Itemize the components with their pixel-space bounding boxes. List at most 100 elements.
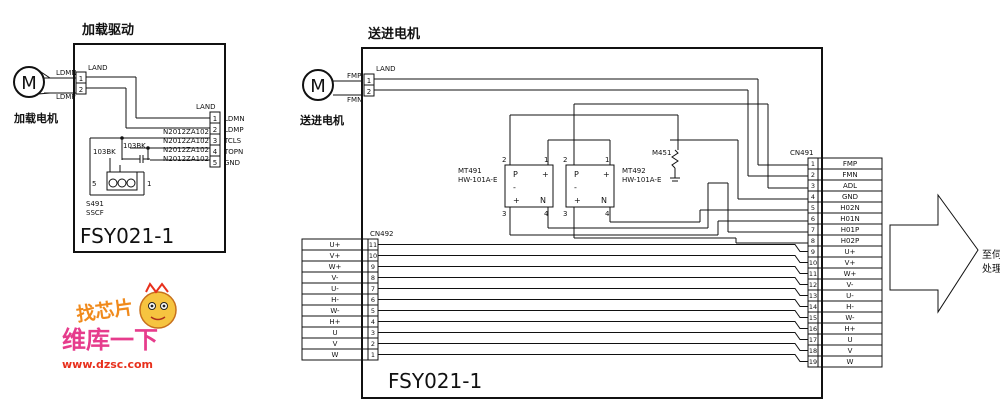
cn491-pin-num: 4 xyxy=(811,193,815,201)
bus-lines xyxy=(378,244,808,362)
svg-text:找芯片: 找芯片 xyxy=(75,296,135,327)
cn491-pin-name: FMN xyxy=(842,171,857,179)
right-board-outline xyxy=(361,47,823,399)
cn491-pin-num: 2 xyxy=(811,171,815,179)
left-connector-label: LAND xyxy=(196,103,215,111)
cn491-pin-name: U+ xyxy=(845,248,856,256)
cn491-pin-num: 6 xyxy=(811,215,815,223)
cn491-pin-num: 7 xyxy=(811,226,815,234)
svg-text:2: 2 xyxy=(213,126,217,134)
svg-text:-: - xyxy=(574,183,577,192)
left-motor-pin-ldmp: LDMP xyxy=(56,93,76,101)
bus-wire xyxy=(378,299,808,307)
svg-text:N2012ZA102: N2012ZA102 xyxy=(163,128,209,136)
cn492-pin-name: U xyxy=(332,329,337,337)
cn491-pin-name: H01P xyxy=(841,226,859,234)
switch-sub: SSCF xyxy=(86,209,104,217)
cn492-pin-name: W xyxy=(332,351,339,359)
cn491-pin-name: H02P xyxy=(841,237,859,245)
cn491-pin-num: 19 xyxy=(809,358,817,366)
cn492-pin-num: 2 xyxy=(371,340,375,348)
switch-label: S491 xyxy=(86,200,104,208)
cn492-pin-name: V- xyxy=(332,274,339,282)
left-pin-ldmp: LDMP xyxy=(224,126,244,134)
right-motor-pin-fmn: FMN xyxy=(347,96,362,104)
left-land-label: LAND xyxy=(88,64,107,72)
bus-wire xyxy=(378,266,808,274)
sensor2-name: MT492 xyxy=(622,167,646,175)
cn491-label: CN491 xyxy=(790,149,814,157)
left-board-name: FSY021-1 xyxy=(80,224,174,248)
cn491-pin-num: 18 xyxy=(809,347,817,355)
cn491-pin-name: V xyxy=(848,347,853,355)
cn492-pin-name: V+ xyxy=(330,252,341,260)
cn491-pin-name: W xyxy=(847,358,854,366)
svg-text:2: 2 xyxy=(79,86,83,94)
svg-text:至伺: 至伺 xyxy=(982,248,1000,261)
svg-text:4: 4 xyxy=(213,148,218,156)
cn492-pin-num: 10 xyxy=(369,252,377,260)
sensor1-name: MT491 xyxy=(458,167,482,175)
cn492-pin-name: W- xyxy=(330,307,340,315)
cn491-pin-name: H01N xyxy=(840,215,859,223)
left-motor-symbol: M xyxy=(21,73,37,94)
cn491-pin-num: 15 xyxy=(809,314,817,322)
left-connector: 1 2 3 4 5 LDMN LDMP TCLS TOPN GND xyxy=(209,111,245,168)
left-resistor-network: N2012ZA102 N2012ZA102 N2012ZA102 N2012ZA… xyxy=(89,128,210,196)
cn492-pin-name: H- xyxy=(331,296,339,304)
svg-text:P: P xyxy=(574,170,579,179)
left-pin-tcls: TCLS xyxy=(223,137,242,145)
cn491-pin-num: 1 xyxy=(811,160,815,168)
bus-wire xyxy=(378,310,808,318)
left-pin-gnd: GND xyxy=(224,159,240,167)
svg-text:1: 1 xyxy=(79,75,83,83)
bus-wire xyxy=(378,288,808,296)
cn491-pin-num: 3 xyxy=(811,182,815,190)
cn491-pin-num: 9 xyxy=(811,248,815,256)
left-motor-icon xyxy=(13,66,45,98)
bus-wire xyxy=(378,277,808,285)
svg-text:www.dzsc.com: www.dzsc.com xyxy=(62,358,153,371)
cn491-pin-name: W- xyxy=(845,314,855,322)
cn491-pin-name: W+ xyxy=(844,270,857,278)
svg-text:1: 1 xyxy=(367,77,371,85)
svg-text:1: 1 xyxy=(213,115,217,123)
svg-text:2: 2 xyxy=(563,156,567,164)
hall-sensor-mt492: P + - + N 2 1 3 4 MT492 HW-101A-E xyxy=(563,156,661,218)
right-motor-label: 送进电机 xyxy=(299,113,344,127)
hall-sensor-mt491: P + - + N 2 1 3 4 MT491 HW-101A-E xyxy=(458,156,554,218)
svg-text:-: - xyxy=(513,183,516,192)
left-pin-ldmn: LDMN xyxy=(224,115,245,123)
svg-text:N: N xyxy=(601,196,607,205)
cn491-pin-num: 17 xyxy=(809,336,817,344)
cn492-pin-num: 9 xyxy=(371,263,375,271)
svg-text:5: 5 xyxy=(213,159,217,167)
svg-text:5: 5 xyxy=(92,180,96,188)
left-section-title: 加载驱动 xyxy=(81,22,134,38)
cn492-pin-num: 4 xyxy=(371,318,375,326)
watermark-logo: 找芯片 维库一下 www.dzsc.com xyxy=(62,282,177,371)
right-section-title: 送进电机 xyxy=(367,26,420,42)
left-motor-label: 加载电机 xyxy=(13,111,58,125)
svg-text:+: + xyxy=(603,170,610,179)
cn492-pin-num: 1 xyxy=(371,351,375,359)
svg-text:+: + xyxy=(574,196,581,205)
bus-wire xyxy=(378,255,808,263)
cn491-pin-name: GND xyxy=(842,193,858,201)
svg-text:处理: 处理 xyxy=(982,263,1000,275)
cn491-pin-num: 10 xyxy=(809,259,817,267)
svg-text:1: 1 xyxy=(544,156,548,164)
svg-text:+: + xyxy=(513,196,520,205)
svg-text:3: 3 xyxy=(502,210,506,218)
svg-text:3: 3 xyxy=(213,137,217,145)
cn491-pin-name: H- xyxy=(846,303,854,311)
cn491-pin-name: V+ xyxy=(845,259,856,267)
cn491-pin-num: 14 xyxy=(809,303,817,311)
cn492-pin-num: 8 xyxy=(371,274,375,282)
bus-wire xyxy=(378,321,808,329)
svg-text:+: + xyxy=(542,170,549,179)
cn492-pin-num: 5 xyxy=(371,307,375,315)
right-motor-symbol: M xyxy=(310,76,326,97)
